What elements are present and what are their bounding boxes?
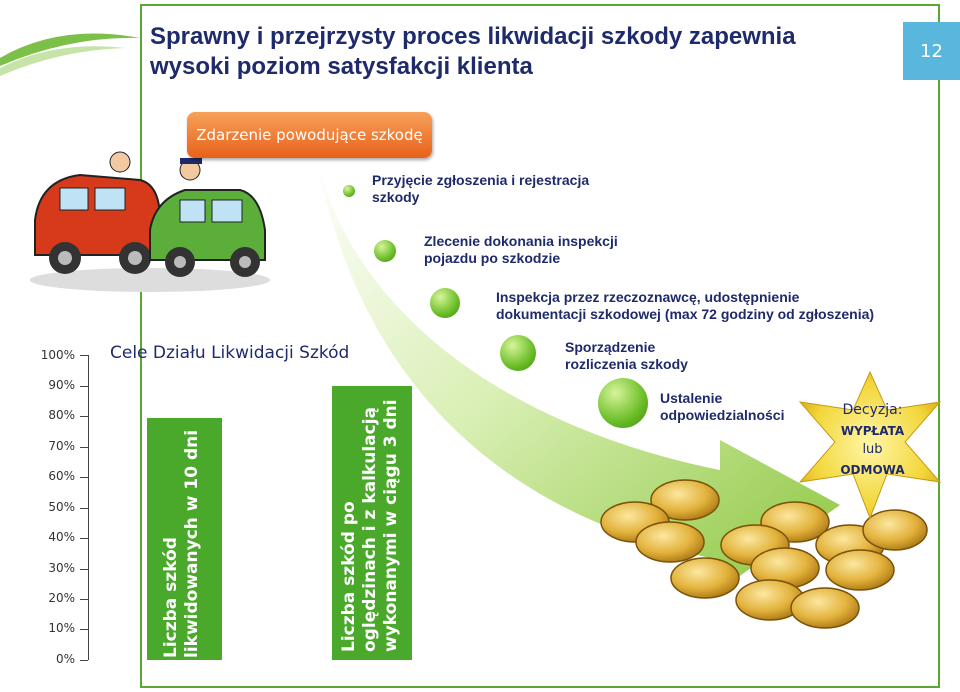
decision-label: Decyzja: [842,402,903,418]
step-bullet-3 [430,288,460,318]
company-logo [0,33,140,76]
step-3-line-1: Inspekcja przez rzeczoznawcę, udostępnie… [496,289,800,305]
step-4-line-1: Sporządzenie [565,339,656,355]
title-line-2: wysoki poziom satysfakcji klienta [150,53,533,80]
decision-option-refusal: ODMOWA [840,463,905,477]
axis-tick [80,477,88,478]
coins-illustration [600,479,928,629]
axis-tick [80,416,88,417]
goal-bar-2-line-3: wykonanymi w ciągu 3 dni [381,399,401,652]
step-bullet-2 [374,240,396,262]
step-1-line-2: szkody [372,189,420,205]
page-number-badge: 12 [903,22,960,80]
decision-star [798,370,942,520]
axis-tick-label: 80% [48,408,75,422]
axis-tick-label: 30% [48,561,75,575]
axis-tick-label: 70% [48,439,75,453]
axis-tick [80,355,88,356]
step-4-line-2: rozliczenia szkody [565,356,688,372]
decision-option-payout: WYPŁATA [840,424,905,438]
axis-tick [80,538,88,539]
step-2-line-2: pojazdu po szkodzie [424,250,561,266]
step-2-label: Zlecenie dokonania inspekcji pojazdu po … [424,233,618,267]
step-bullet-1 [343,185,355,197]
axis-tick-label: 100% [40,348,75,362]
step-1-line-1: Przyjęcie zgłoszenia i rejestracja [372,172,590,188]
step-4-label: Sporządzenie rozliczenia szkody [565,339,688,373]
axis-tick-label: 60% [48,469,75,483]
event-button: Zdarzenie powodujące szkodę [187,112,432,158]
axis-tick [80,599,88,600]
slide-title: Sprawny i przejrzysty proces likwidacji … [150,22,870,82]
axis-tick [80,660,88,661]
goal-bar-3-days: Liczba szkód po oględzinach i z kalkulac… [332,386,412,660]
step-3-label: Inspekcja przez rzeczoznawcę, udostępnie… [496,289,874,323]
slide-frame [140,4,940,688]
axis-tick [80,629,88,630]
title-line-1: Sprawny i przejrzysty proces likwidacji … [150,23,796,50]
axis-tick [80,447,88,448]
goal-bar-2-line-2: oględzinach i z kalkulacją [360,406,380,652]
axis-tick-label: 20% [48,591,75,605]
step-5-line-2: odpowiedzialności [660,407,785,423]
step-bullet-5 [598,378,648,428]
step-2-line-1: Zlecenie dokonania inspekcji [424,233,618,249]
car-collision-illustration [30,151,270,292]
step-5-label: Ustalenie odpowiedzialności [660,390,784,424]
step-3-line-2: dokumentacji szkodowej (max 72 godziny o… [496,306,875,322]
step-bullet-4 [500,335,536,371]
goals-title: Cele Działu Likwidacji Szkód [110,343,350,363]
goal-bar-1-line-1: Liczba szkód [161,537,181,658]
goal-bar-10-days: Liczba szkód likwidowanych w 10 dni [147,418,222,660]
decision-or: lub [862,442,883,457]
axis-tick [80,569,88,570]
goal-bar-3-days-text: Liczba szkód po oględzinach i z kalkulac… [339,399,401,652]
axis-tick-label: 90% [48,378,75,392]
decision-text: Decyzja: WYPŁATA lub ODMOWA [815,402,930,477]
goal-bar-1-line-2: likwidowanych w 10 dni [182,429,202,658]
axis-tick-label: 0% [55,652,75,666]
step-5-line-1: Ustalenie [660,390,723,406]
step-1-label: Przyjęcie zgłoszenia i rejestracja szkod… [372,172,589,206]
goal-bar-2-line-1: Liczba szkód po [339,501,359,652]
axis-tick-label: 10% [48,621,75,635]
axis-line [88,355,89,660]
goal-bar-10-days-text: Liczba szkód likwidowanych w 10 dni [161,430,202,658]
axis-tick-label: 40% [48,530,75,544]
axis-tick [80,508,88,509]
axis-tick [80,386,88,387]
axis-tick-label: 50% [48,500,75,514]
